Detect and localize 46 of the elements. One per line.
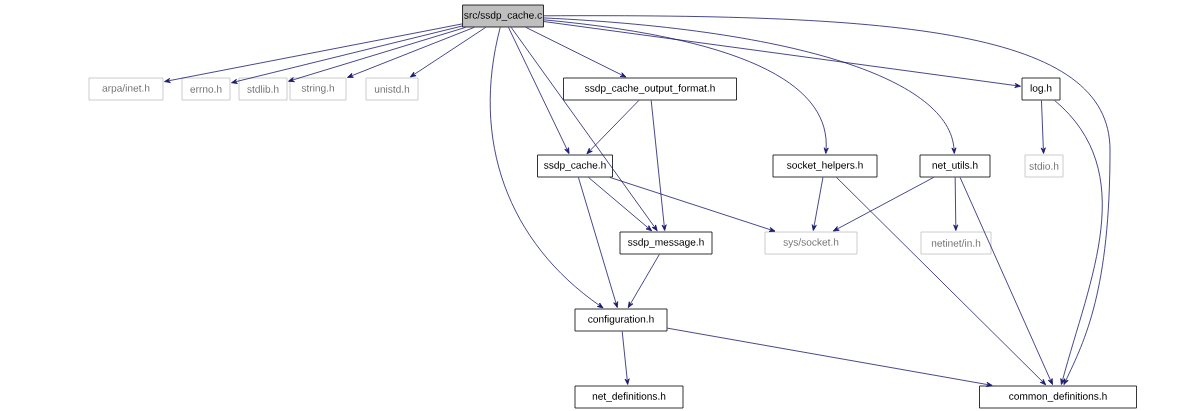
arrow [811,177,824,231]
arrow [508,27,570,154]
header-file-box: log.h [1021,77,1061,101]
header-file-box: arpa/inet.h [88,77,164,101]
arrow [621,331,630,385]
header-file-box: ssdp_message.h [619,231,713,255]
arrow [836,177,1047,386]
arrow [525,27,627,78]
header-file-box: sys/socket.h [764,231,858,255]
arrow [1054,100,1103,385]
arrow [832,177,935,232]
arrow [1040,100,1046,154]
arrow [543,15,1111,385]
arrow [586,100,640,155]
header-file-box: socket_helpers.h [772,154,878,178]
arrow [953,177,959,231]
arrow [164,23,463,83]
arrow [578,177,619,308]
arrow [510,27,658,232]
arrow [588,177,653,232]
arrow [609,177,776,232]
arrow [543,17,957,154]
header-file-box: errno.h [181,77,231,101]
arrow [627,254,660,308]
header-file-box: common_definitions.h [979,385,1137,409]
header-file-box: stdlib.h [238,77,288,101]
header-file-box: net_utils.h [919,154,991,178]
header-file-box: stdio.h [1024,154,1064,178]
header-file-box: unistd.h [365,77,419,101]
header-file-box: netinet/in.h [920,231,992,255]
header-file-box: net_definitions.h [574,385,684,409]
arrow [650,100,667,231]
source-file-box: src/ssdp_cache.c [462,4,544,28]
arrow [543,19,829,154]
header-file-box: configuration.h [574,308,668,332]
arrow [959,177,1053,385]
arrow [347,27,475,78]
header-file-box: ssdp_cache_output_format.h [563,77,737,101]
arrow [231,25,463,84]
arrow [489,27,604,309]
arrow [288,27,466,83]
arrow [667,327,993,387]
arrow [409,27,487,78]
header-file-box: string.h [289,77,347,101]
header-file-box: ssdp_cache.h [537,154,613,178]
arrow [543,21,1021,88]
